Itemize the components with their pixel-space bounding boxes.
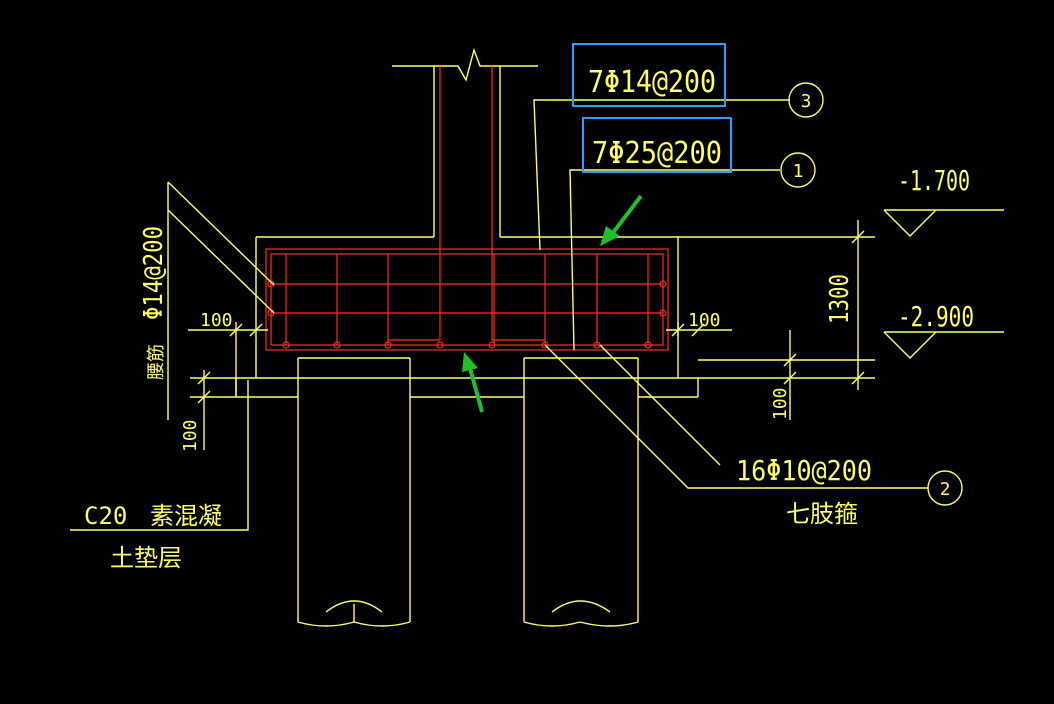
rebar-bottom-label: 7Φ25@200 bbox=[592, 136, 722, 171]
dim-100-left: 100 bbox=[200, 310, 233, 331]
highlight-box-bottom-rebar bbox=[582, 117, 732, 173]
stirrup-label: 16Φ10@200 bbox=[736, 454, 872, 487]
concrete-grade-label: C20 bbox=[84, 502, 127, 530]
dim-100-right: 100 bbox=[688, 310, 721, 331]
pile-right bbox=[523, 357, 639, 627]
pile-left bbox=[297, 357, 411, 627]
side-bar-note: 腰筋 bbox=[146, 344, 167, 380]
rebar-top-label: 7Φ14@200 bbox=[588, 65, 716, 100]
left-dimensions bbox=[188, 322, 732, 450]
marker-3: 3 bbox=[788, 82, 824, 118]
green-arrow-bottom bbox=[462, 352, 484, 413]
svg-text:2: 2 bbox=[940, 479, 951, 500]
pile-cap-outline bbox=[235, 236, 699, 398]
cushion-text-label: 土垫层 bbox=[110, 544, 182, 572]
height-dimension-label: 1300 bbox=[825, 274, 855, 324]
svg-text:3: 3 bbox=[801, 91, 812, 112]
elevation-top-label: -1.700 bbox=[898, 164, 970, 197]
marker-2: 2 bbox=[927, 470, 963, 506]
svg-text:1: 1 bbox=[793, 161, 804, 182]
elevation-markers bbox=[678, 209, 1004, 420]
rebar-cage bbox=[265, 66, 669, 351]
dim-100-bottom-left: 100 bbox=[180, 419, 201, 452]
column-outline bbox=[392, 47, 538, 237]
dim-100-bottom-right: 100 bbox=[770, 387, 791, 420]
marker-1: 1 bbox=[780, 152, 816, 188]
elevation-bottom-label: -2.900 bbox=[898, 300, 974, 333]
concrete-text-label: 素混凝 bbox=[150, 502, 222, 530]
green-arrow-top bbox=[600, 194, 643, 246]
stirrup-note: 七肢箍 bbox=[786, 500, 858, 528]
leader-lines bbox=[70, 99, 928, 531]
highlight-box-top-rebar bbox=[572, 43, 726, 107]
side-bar-label: Φ14@200 bbox=[139, 226, 169, 320]
